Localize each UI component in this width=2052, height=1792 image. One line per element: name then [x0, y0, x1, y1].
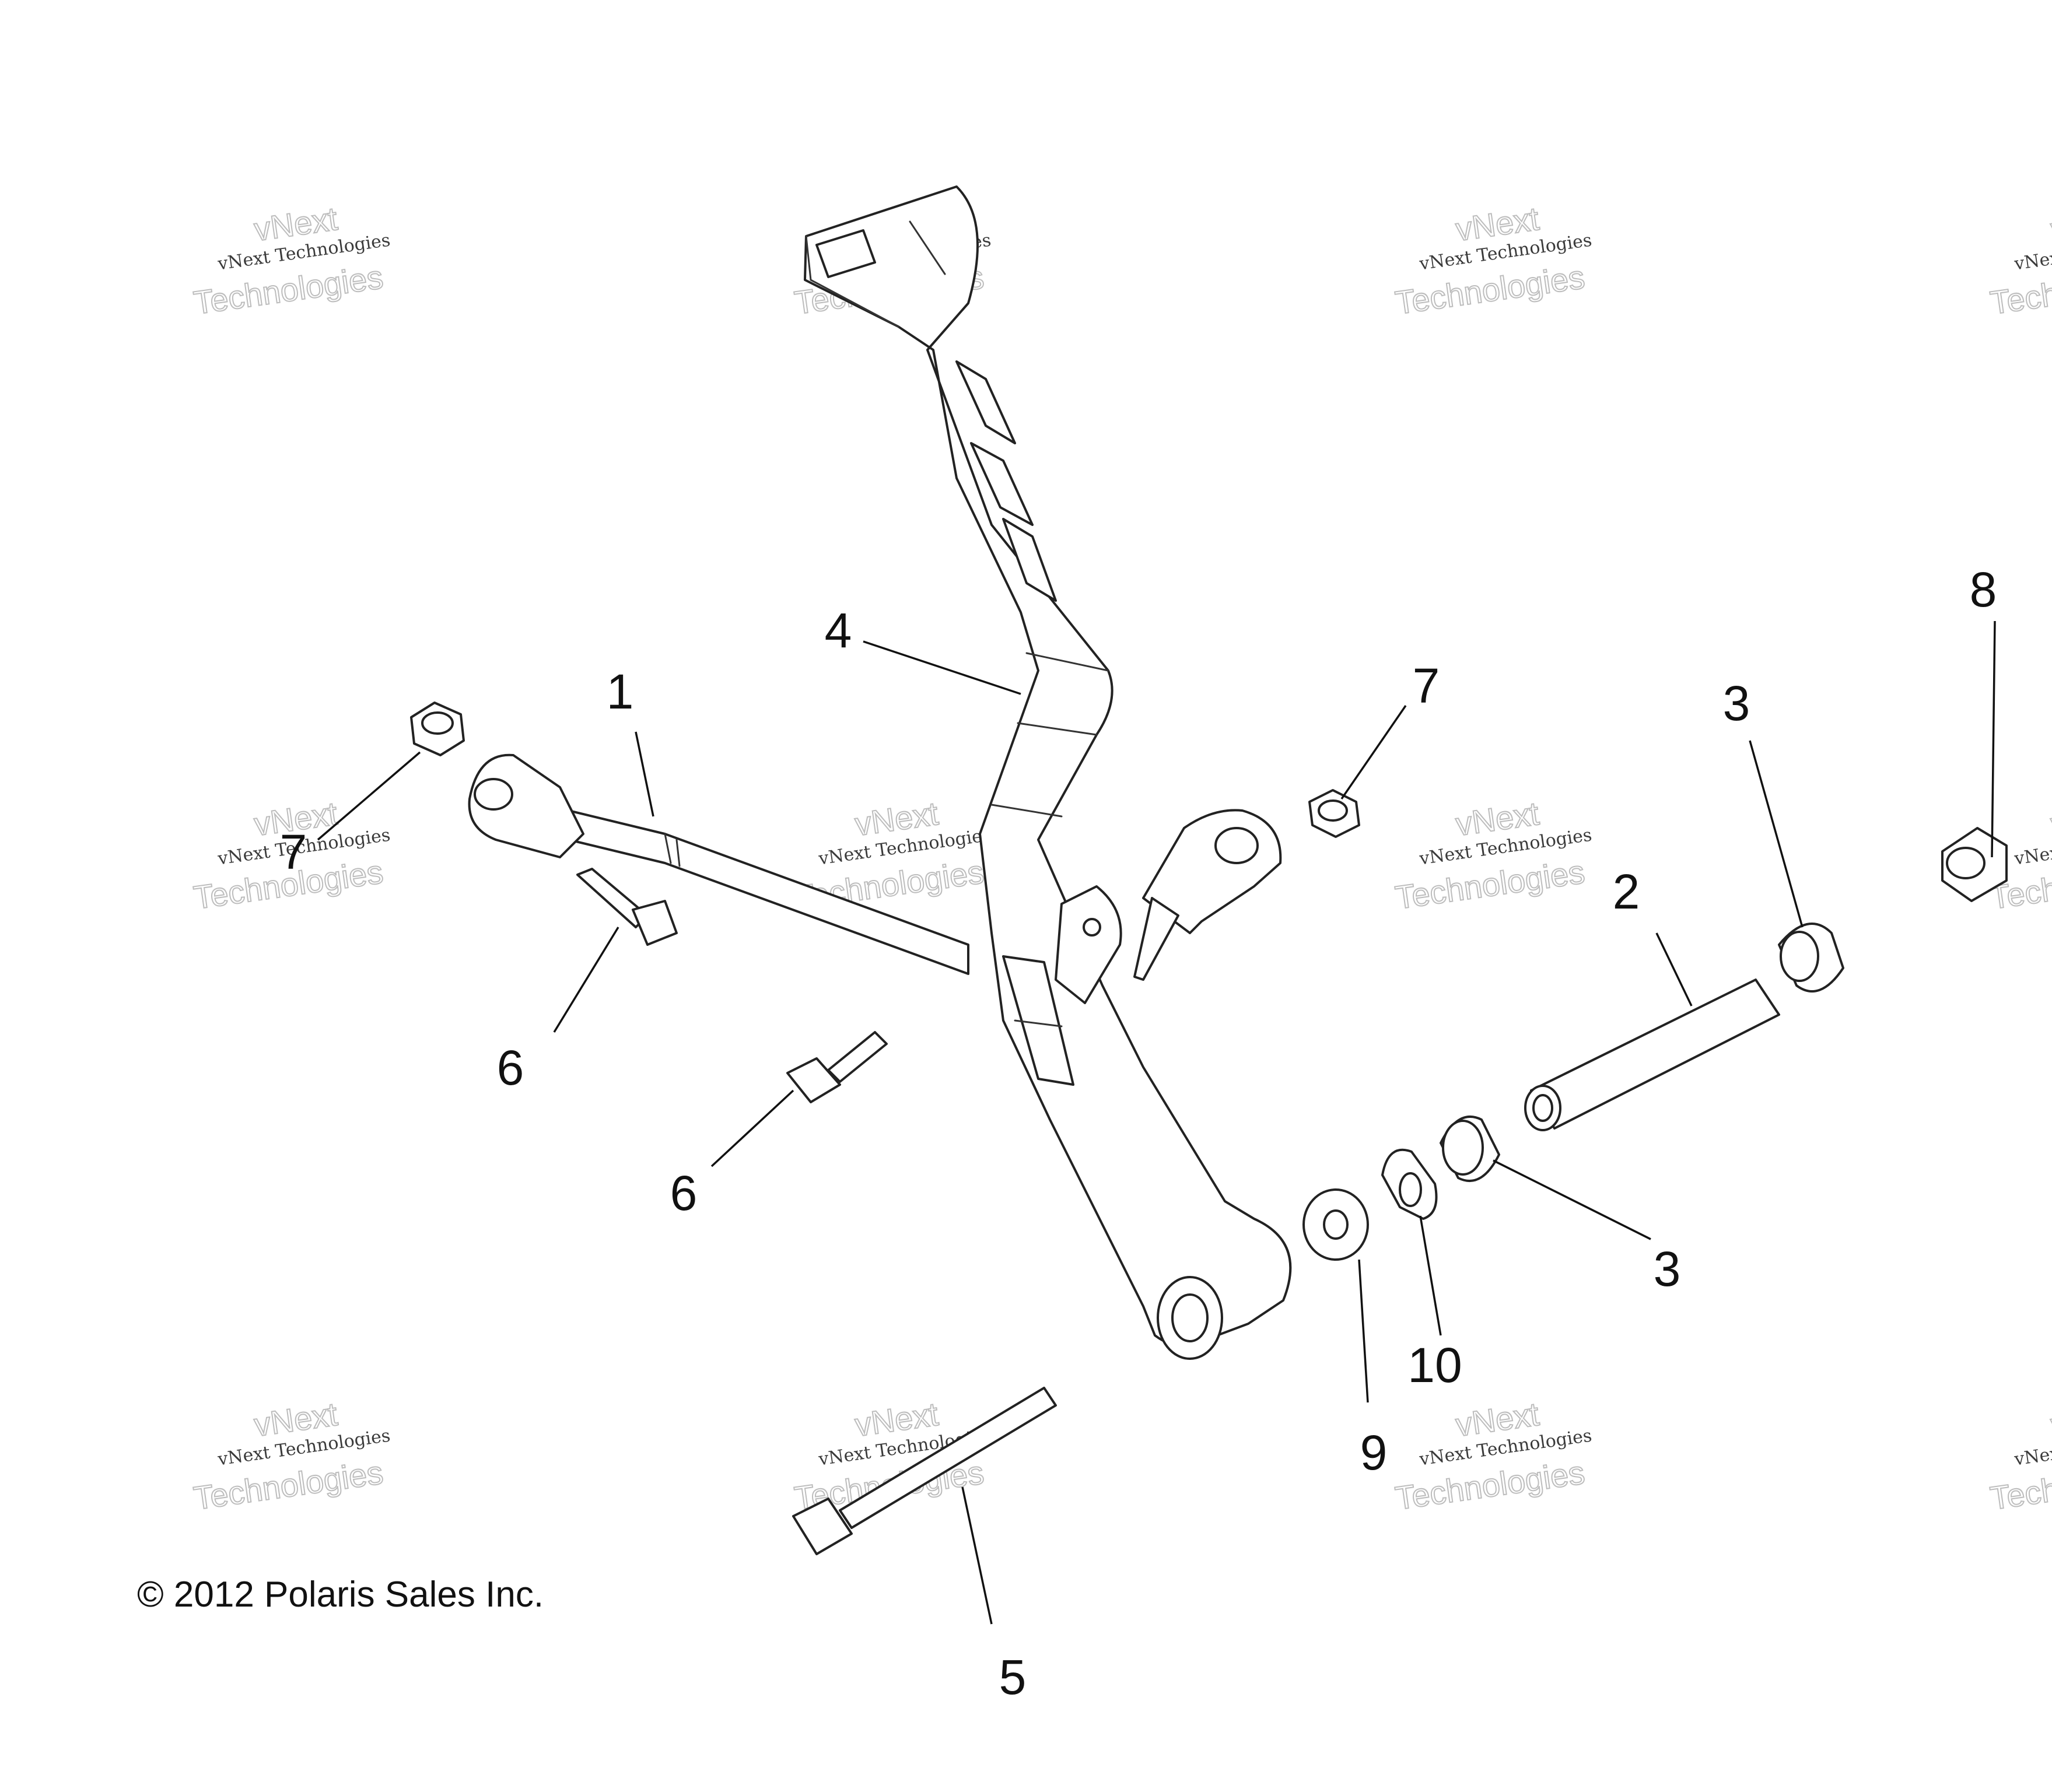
watermark: vNext vNext Technologies Technologies: [1392, 199, 1593, 322]
watermark: vNext vNext Technologies Technologies: [191, 199, 391, 322]
spring-washer: [1381, 1148, 1438, 1220]
bolt-lower: [786, 1031, 888, 1103]
callout-4: 4: [825, 603, 852, 658]
callout-7: 7: [1413, 658, 1440, 713]
watermark: vNext vNext Technologies Technologies: [1392, 1395, 1593, 1517]
callout-9: 9: [1360, 1425, 1388, 1480]
callout-6: 6: [497, 1040, 524, 1095]
svg-text:vNext: vNext: [2049, 795, 2052, 843]
nut-left: [410, 702, 465, 756]
callout-5: 5: [999, 1650, 1027, 1705]
pivot-tube: [1524, 979, 1780, 1131]
callout-labels: 1 2 3 3 4 5 6 6 7 7 8 9 10: [280, 562, 1997, 1705]
copyright-notice: © 2012 Polaris Sales Inc.: [137, 1574, 544, 1615]
svg-text:vNext: vNext: [2049, 1395, 2052, 1443]
svg-text:vNext Technologies: vNext Technologies: [2012, 1425, 2052, 1470]
leader-lines: [317, 620, 1996, 1625]
nut-right: [1308, 789, 1360, 838]
callout-1: 1: [607, 664, 634, 719]
brake-pedal: [804, 185, 1292, 1360]
bushing-right: [1778, 923, 1844, 993]
nut-far-right: [1941, 827, 2008, 902]
bolt-upper: [576, 868, 678, 946]
svg-text:vNext Technologies: vNext Technologies: [2012, 825, 2052, 869]
bushing-lower: [1440, 1116, 1500, 1182]
brake-rod: [468, 753, 969, 975]
callout-3: 3: [1723, 676, 1750, 731]
svg-text:vNext Technologies: vNext Technologies: [2012, 230, 2052, 274]
watermark: vNext vNext Technologies Technologies: [191, 1395, 391, 1517]
pedal-clevis: [1133, 809, 1282, 981]
callout-6: 6: [670, 1166, 698, 1221]
svg-text:vNext: vNext: [2049, 200, 2052, 248]
callout-2: 2: [1613, 864, 1640, 919]
watermark: vNext vNext Technologies Technologies: [1987, 199, 2052, 322]
callout-8: 8: [1970, 562, 1997, 617]
watermark: vNext vNext Technologies Technologies: [1392, 794, 1593, 917]
flat-washer: [1302, 1188, 1369, 1261]
callout-10: 10: [1407, 1338, 1462, 1393]
long-bolt: [792, 1387, 1057, 1555]
watermarks: vNext vNext Technologies Technologies vN…: [191, 199, 2052, 1517]
callout-7: 7: [280, 825, 307, 879]
callout-3: 3: [1654, 1242, 1681, 1296]
watermark: vNext vNext Technologies Technologies: [1987, 1395, 2052, 1517]
